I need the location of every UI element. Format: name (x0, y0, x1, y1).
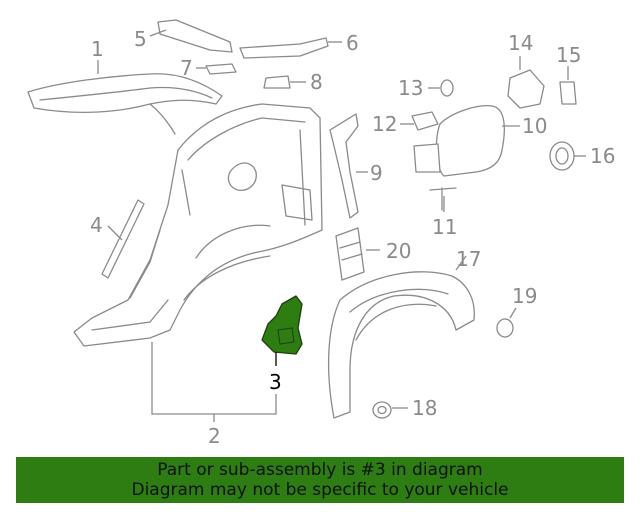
part-13-grommet (440, 79, 454, 97)
banner-line-2: Diagram may not be specific to your vehi… (131, 480, 509, 500)
callout-9: 9 (370, 161, 383, 185)
callout-6: 6 (346, 31, 359, 55)
callout-8: 8 (310, 70, 323, 94)
callout-5: 5 (134, 27, 147, 51)
banner-line-1: Part or sub-assembly is #3 in diagram (157, 460, 483, 480)
parts-diagram: 1 4 5 6 7 8 9 (27, 19, 615, 448)
part-14-actuator (507, 69, 545, 109)
part-20-vent (413, 143, 441, 173)
part-1-roof-rail (27, 73, 223, 135)
callout-4: 4 (90, 213, 103, 237)
leader-17 (455, 255, 467, 271)
part-17-liner (327, 271, 475, 419)
leader-4 (107, 225, 123, 241)
part-8-clip (263, 75, 291, 89)
part-4-strip (101, 199, 145, 279)
callout-7: 7 (180, 56, 193, 80)
callout-11: 11 (432, 215, 457, 239)
callout-14: 14 (508, 31, 533, 55)
part-15-clip (559, 81, 577, 105)
leader-2 (151, 342, 277, 422)
part-16-cap (549, 141, 575, 171)
part-5-rail (157, 19, 233, 53)
callout-1: 1 (91, 37, 104, 61)
part-6-rail (239, 37, 329, 59)
callout-18: 18 (412, 396, 437, 420)
part-18-nut (372, 401, 392, 419)
leader-5 (149, 29, 167, 37)
part-10-fuel-door (435, 105, 505, 177)
callout-17: 17 (456, 247, 481, 271)
callout-3: 3 (269, 370, 282, 394)
callout-15: 15 (556, 43, 581, 67)
callout-12: 12 (372, 112, 397, 136)
callout-19: 19 (512, 284, 537, 308)
callout-2: 2 (208, 424, 221, 448)
callout-10: 10 (522, 114, 547, 138)
part-11-screw (429, 187, 457, 211)
part-19-clip (496, 318, 514, 338)
callout-13: 13 (398, 76, 423, 100)
callout-16: 16 (590, 144, 615, 168)
part-7-bracket (205, 63, 237, 75)
quarter-panel (73, 103, 323, 347)
part-20-grille (335, 227, 365, 281)
part-3-highlighted-bracket (261, 295, 303, 355)
leader-19 (509, 307, 517, 319)
part-9-bracket (329, 113, 359, 219)
callout-20: 20 (386, 239, 411, 263)
part-12-hinge (411, 111, 439, 131)
info-banner: Part or sub-assembly is #3 in diagram Di… (16, 457, 624, 503)
